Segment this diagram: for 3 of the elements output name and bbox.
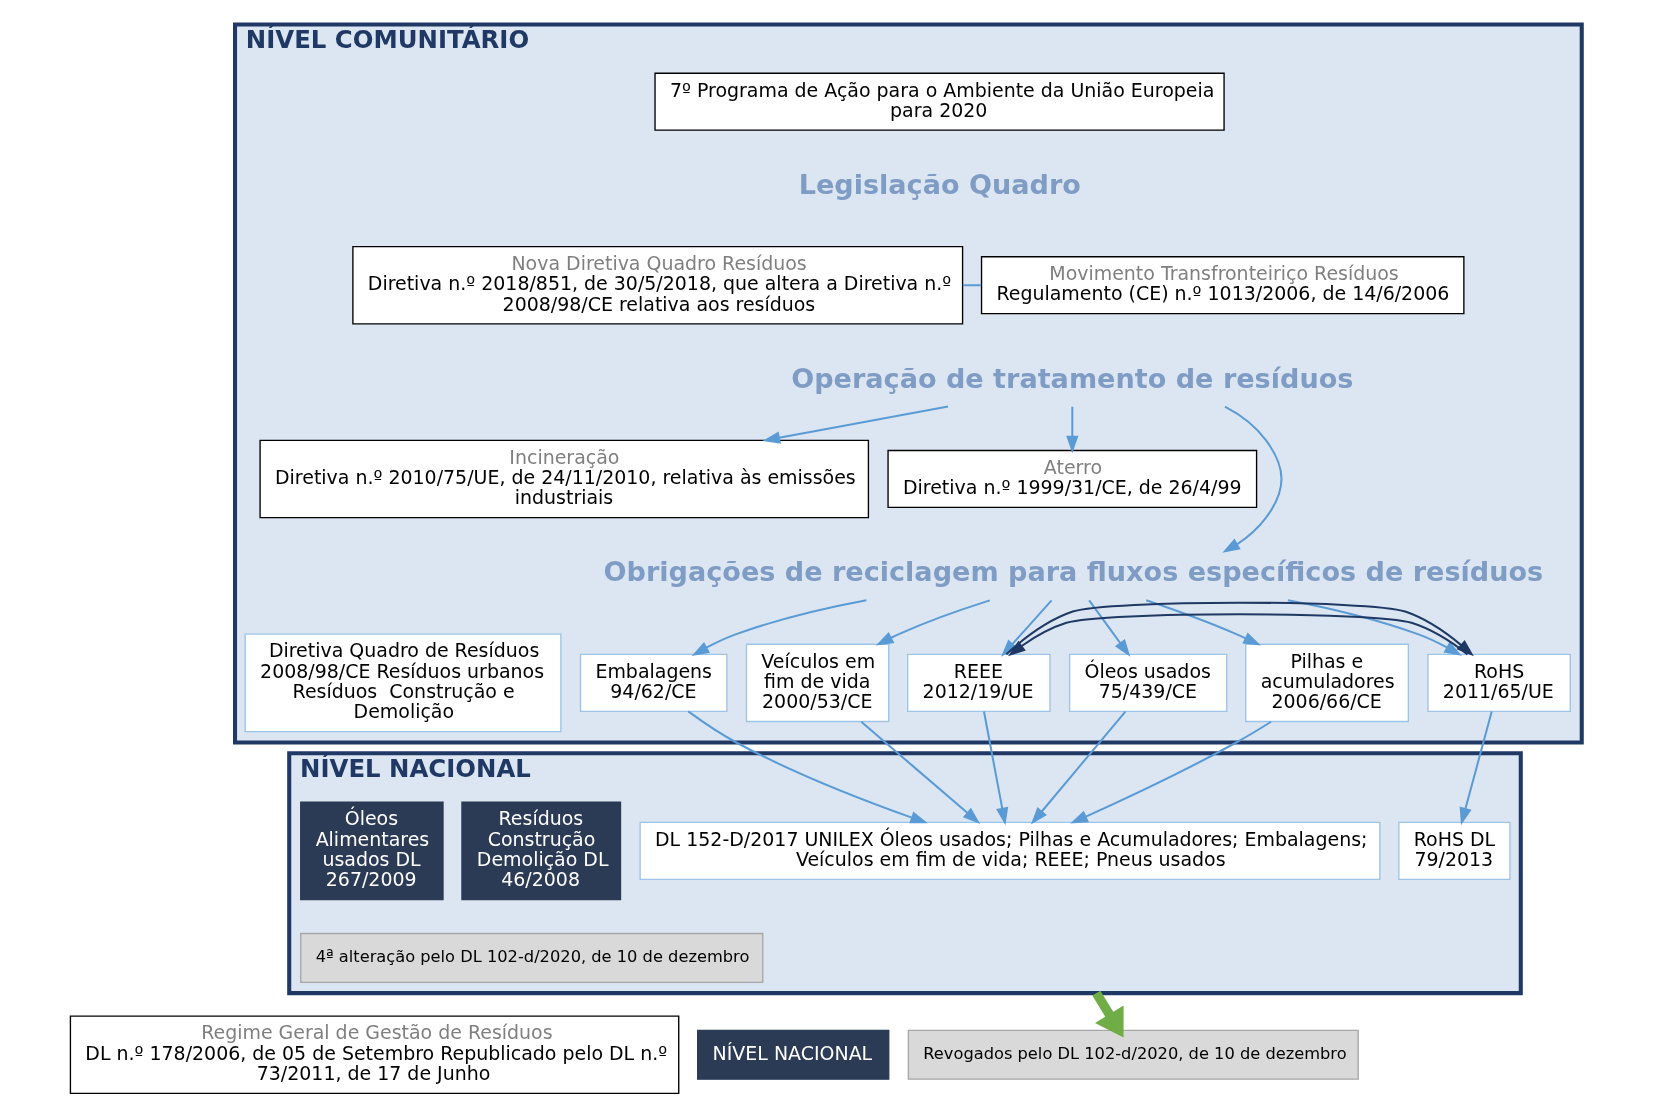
label: Legislação Quadro	[798, 168, 1081, 200]
node-text: Operação de tratamento de resíduos	[791, 362, 1354, 394]
node-text: Obrigações de reciclagem para fluxos específicos de resíduos	[603, 556, 1544, 588]
